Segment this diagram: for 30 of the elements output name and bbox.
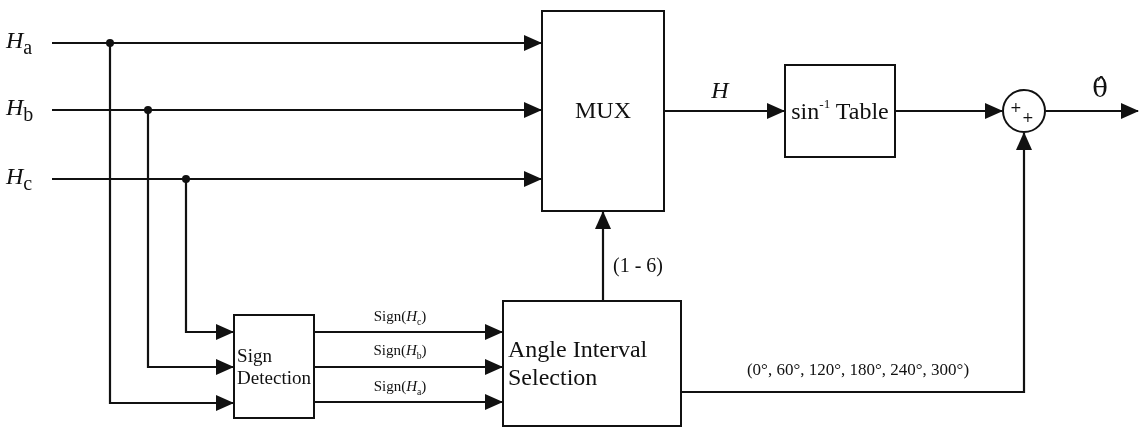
edge-label: (0°, 60°, 120°, 180°, 240°, 300°): [746, 360, 970, 380]
signal-label: H$_{c}$: [6, 163, 33, 195]
arrow: [315, 324, 503, 340]
process-box: [541, 10, 665, 212]
block-label: MUX: [575, 97, 631, 125]
arrow: [52, 177, 234, 340]
arrow: [682, 132, 1032, 394]
arrow: [595, 211, 611, 300]
process-box: [784, 64, 896, 158]
block-label: Angle Interval Selection: [508, 335, 649, 392]
edge-label: Sign(H$_{b}$): [373, 342, 427, 362]
block-label: Sign Detection: [237, 344, 311, 389]
arrow: [52, 41, 234, 411]
arrow: [315, 394, 503, 410]
summing-junction: [1002, 89, 1046, 133]
edge-label: Sign(H$_{c}$): [373, 308, 427, 328]
arrow: [52, 108, 234, 375]
plus-sign: +: [1010, 100, 1022, 114]
edge-label: Sign(H$_{a}$): [373, 378, 427, 398]
edge-label: (1 - 6): [613, 254, 663, 276]
signal-label: H$_{a}$: [6, 27, 33, 59]
process-box: [502, 300, 682, 427]
plus-sign: +: [1022, 110, 1034, 124]
arrow: [315, 359, 503, 375]
arrow: [665, 103, 785, 119]
process-box: [233, 314, 315, 419]
arrow: [896, 103, 1003, 119]
block-label: sin$^{-1}$ Table: [791, 96, 889, 126]
arrow: [1046, 103, 1139, 119]
signal-label: H$_{b}$: [6, 94, 34, 126]
